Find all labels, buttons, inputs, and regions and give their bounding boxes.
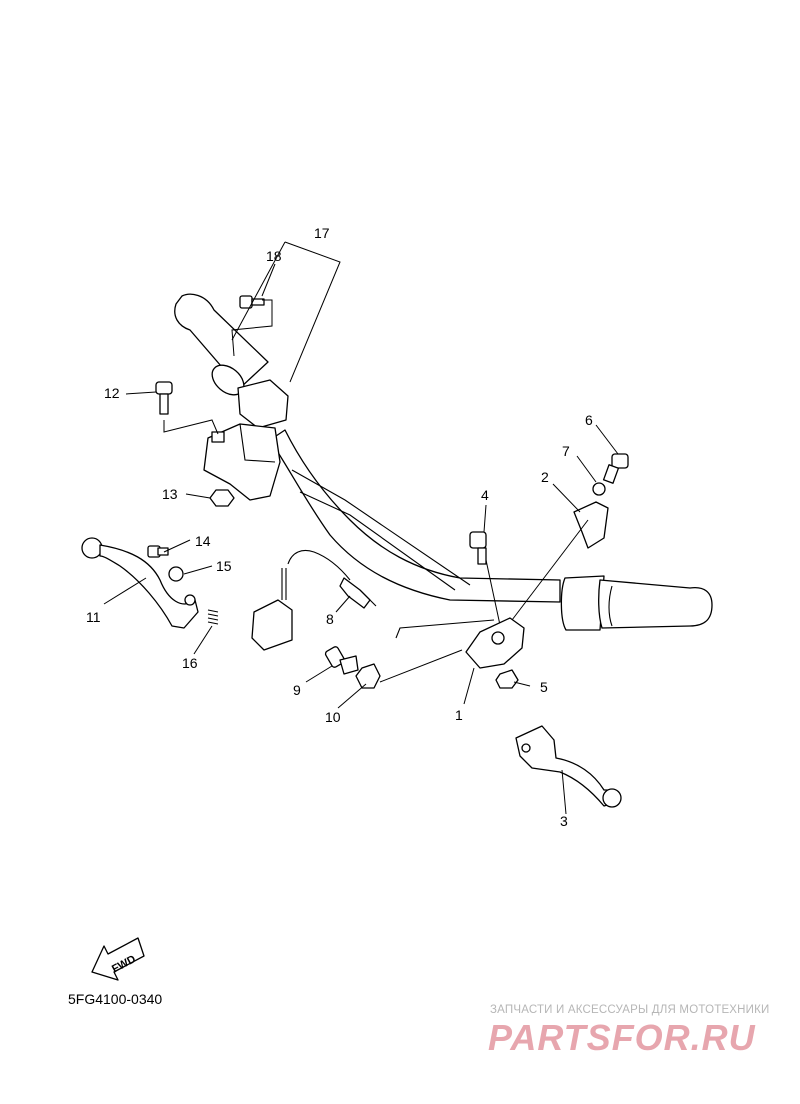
drawing-code: 5FG4100-0340 xyxy=(68,991,163,1007)
callout-1: 1 xyxy=(455,707,463,723)
callout-5: 5 xyxy=(540,679,548,695)
leader-lines xyxy=(103,241,619,815)
callout-6: 6 xyxy=(585,412,593,428)
handlebar xyxy=(269,429,561,603)
callout-13: 13 xyxy=(162,486,178,502)
callout-2: 2 xyxy=(541,469,549,485)
bolt-4 xyxy=(469,531,501,626)
callout-4: 4 xyxy=(481,487,489,503)
callout-10: 10 xyxy=(325,709,341,725)
clutch-lever-11 xyxy=(81,537,199,629)
callout-17: 17 xyxy=(314,225,330,241)
callout-15: 15 xyxy=(216,558,232,574)
watermark-logo: PARTSFOR.RU xyxy=(488,1017,756,1058)
callout-9: 9 xyxy=(293,682,301,698)
bolt-14 xyxy=(147,545,169,558)
watermark-subtitle: ЗАПЧАСТИ И АКСЕССУАРЫ ДЛЯ МОТОТЕХНИКИ xyxy=(490,1004,770,1016)
clamp-2 xyxy=(511,501,609,621)
bolt-6 xyxy=(602,453,629,484)
callout-16: 16 xyxy=(182,655,198,671)
nut-10 xyxy=(355,663,381,689)
fwd-arrow-icon: FWD xyxy=(91,937,145,981)
nut-5 xyxy=(495,669,519,689)
callout-18: 18 xyxy=(266,248,282,264)
brake-holder-1 xyxy=(395,617,525,669)
callout-11: 11 xyxy=(86,609,101,625)
callout-8: 8 xyxy=(326,611,334,627)
callout-12: 12 xyxy=(104,385,120,401)
left-lever-holder xyxy=(203,379,289,501)
washer-7 xyxy=(592,482,606,496)
bolt-9 xyxy=(324,646,359,675)
right-grip xyxy=(560,575,713,631)
callout-14: 14 xyxy=(195,533,211,549)
callout-7: 7 xyxy=(562,443,570,459)
callout-3: 3 xyxy=(560,813,568,829)
nut-13 xyxy=(209,489,235,507)
brake-lever-3 xyxy=(515,725,622,808)
bolt-12 xyxy=(155,381,219,435)
left-grip xyxy=(174,293,269,396)
spring-16 xyxy=(207,609,219,625)
switch-8 xyxy=(251,549,377,651)
nut-15 xyxy=(168,566,184,582)
